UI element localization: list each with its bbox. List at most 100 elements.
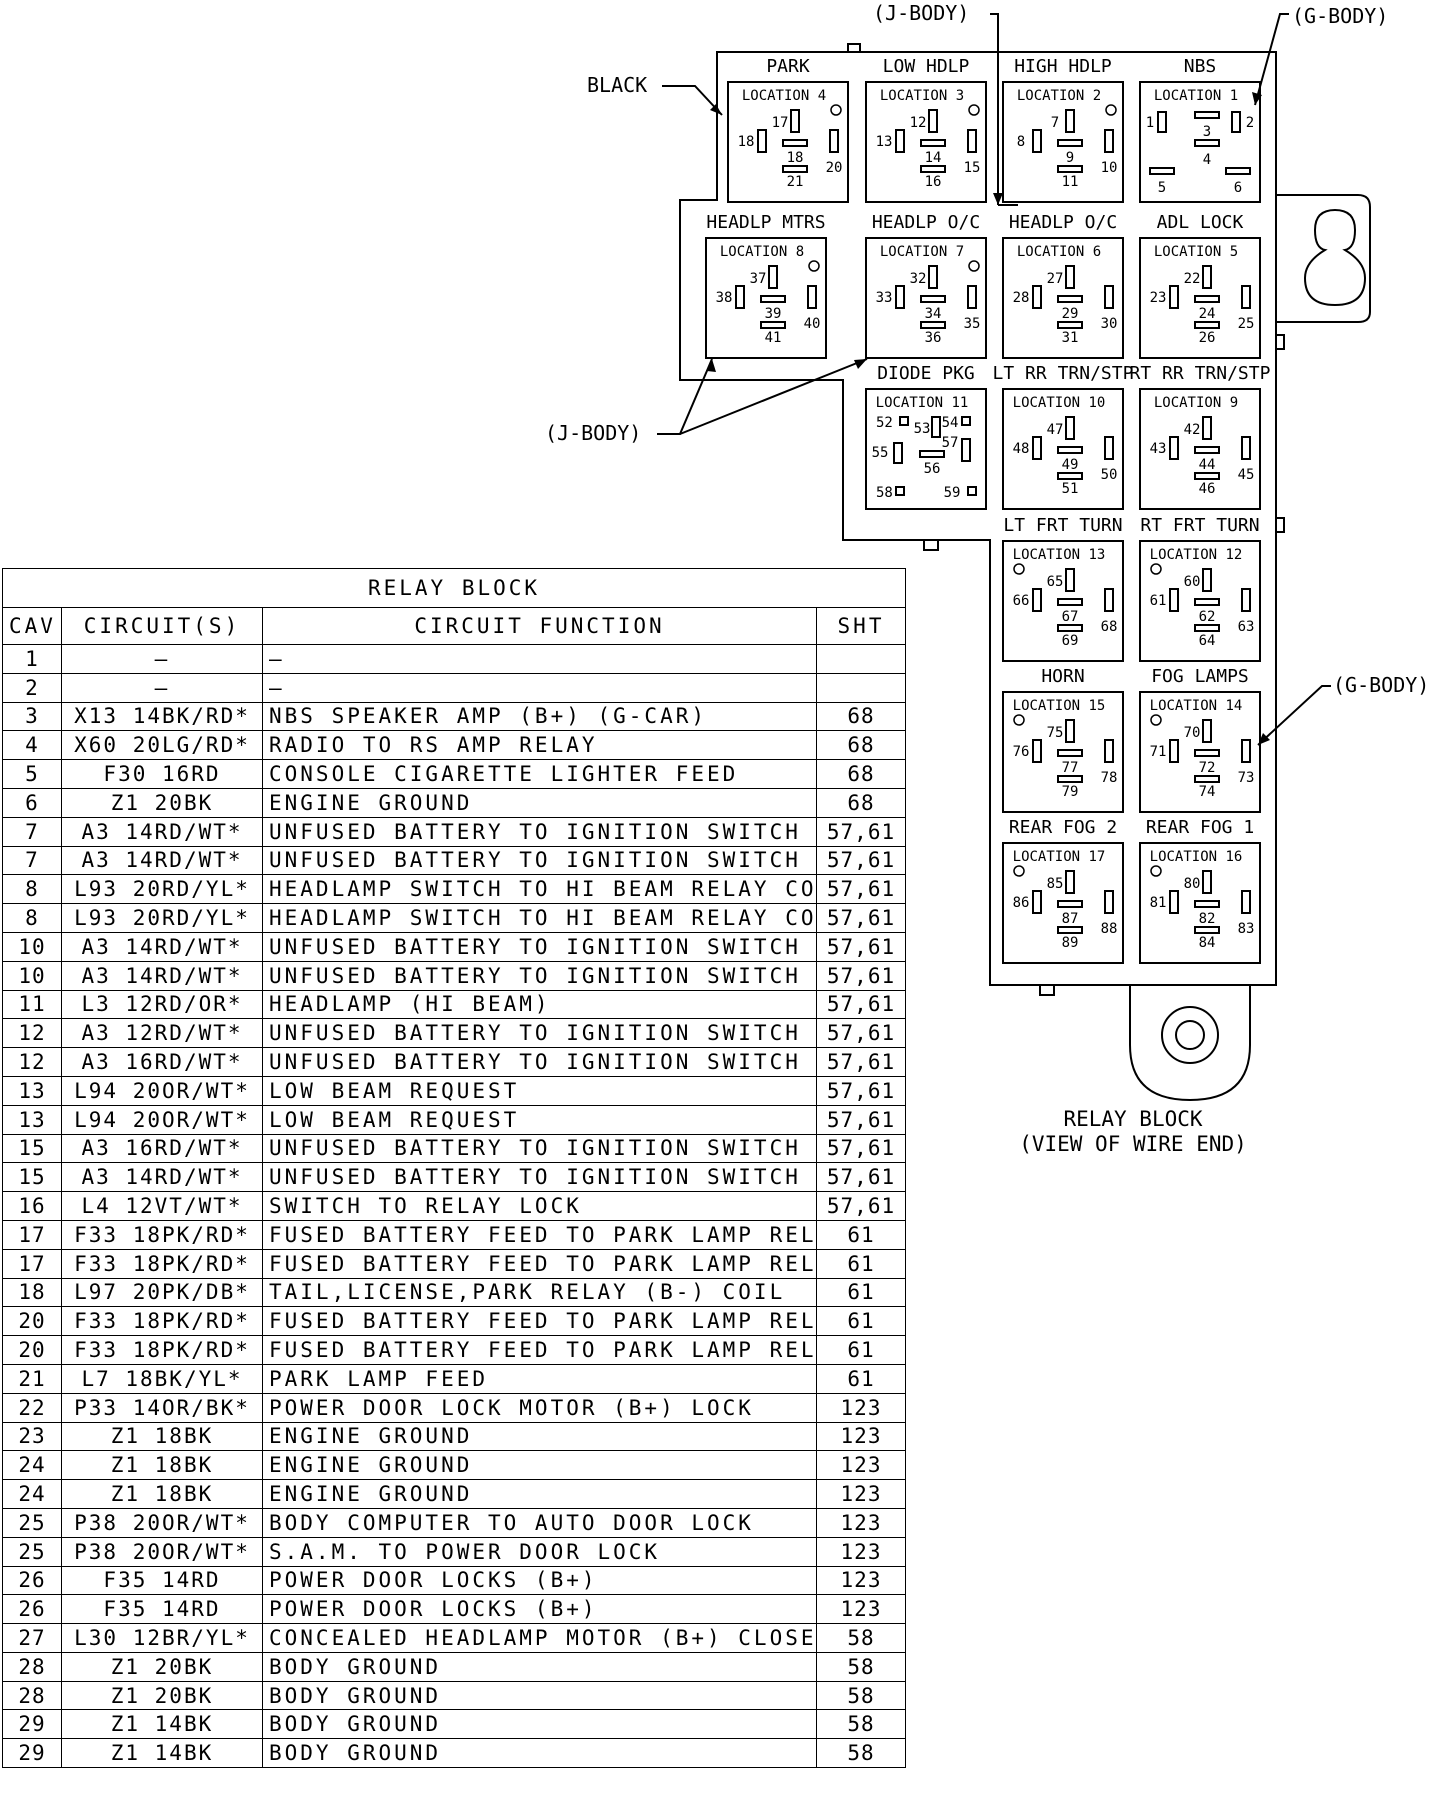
- function-cell: UNFUSED BATTERY TO IGNITION SWITCH: [262, 845, 817, 876]
- relay-location: LOCATION 12: [1150, 547, 1243, 563]
- pin-label: 13: [876, 134, 893, 150]
- relay-title: ADL LOCK: [1157, 212, 1244, 233]
- pin-label: 85: [1047, 876, 1064, 892]
- sheet-cell: 58: [815, 1651, 907, 1682]
- pin-label: 17: [772, 115, 789, 131]
- pin-label: 60: [1184, 574, 1201, 590]
- circuit-cell: —: [61, 644, 263, 674]
- hole-icon: [1013, 714, 1025, 726]
- relay-location: LOCATION 15: [1013, 698, 1106, 714]
- cav-cell: 4: [2, 730, 62, 761]
- cav-cell: 8: [2, 903, 62, 933]
- circuit-cell: L93 20RD/YL*: [61, 874, 263, 905]
- cav-cell: 16: [2, 1191, 62, 1221]
- sheet-cell: [815, 672, 907, 703]
- black-callout: BLACK: [587, 73, 647, 97]
- relay-title: RT FRT TURN: [1140, 515, 1259, 536]
- pin-label: 58: [876, 485, 893, 501]
- sheet-cell: 57,61: [815, 816, 907, 847]
- function-cell: ENGINE GROUND: [262, 1450, 817, 1481]
- circuit-cell: Z1 18BK: [61, 1450, 263, 1481]
- function-cell: UNFUSED BATTERY TO IGNITION SWITCH: [262, 1133, 817, 1164]
- sheet-cell: 68: [815, 759, 907, 789]
- terminal-slot: [1194, 624, 1220, 632]
- pin-label: 49: [1062, 457, 1079, 473]
- relay-title: LT RR TRN/STP: [993, 363, 1134, 384]
- relay-location: LOCATION 16: [1150, 849, 1243, 865]
- terminal-slot: [1104, 436, 1114, 460]
- terminal-slot: [967, 486, 977, 496]
- circuit-cell: A3 16RD/WT*: [61, 1133, 263, 1164]
- cav-cell: 20: [2, 1335, 62, 1365]
- terminal-slot: [1194, 775, 1220, 783]
- function-cell: FUSED BATTERY FEED TO PARK LAMP RELAY: [262, 1335, 817, 1365]
- terminal-slot: [760, 321, 786, 329]
- circuit-cell: A3 14RD/WT*: [61, 816, 263, 847]
- function-cell: S.A.M. TO POWER DOOR LOCK: [262, 1536, 817, 1567]
- caption-subtitle: (VIEW OF WIRE END): [1019, 1132, 1247, 1156]
- pin-label: 2: [1246, 115, 1254, 131]
- relay-socket: [1002, 237, 1124, 359]
- cav-cell: 6: [2, 787, 62, 818]
- function-cell: LOW BEAM REQUEST: [262, 1104, 817, 1135]
- terminal-slot: [895, 486, 905, 496]
- relay-title: HEADLP MTRS: [706, 212, 825, 233]
- circuit-cell: L94 20OR/WT*: [61, 1075, 263, 1106]
- terminal-slot: [757, 129, 767, 153]
- relay-location: LOCATION 11: [876, 395, 969, 411]
- pin-label: 18: [787, 150, 804, 166]
- sheet-cell: 57,61: [815, 1191, 907, 1221]
- cav-cell: 28: [2, 1680, 62, 1711]
- terminal-slot: [1104, 739, 1114, 763]
- arrow-head-icon: [993, 193, 1003, 205]
- terminal-slot: [1194, 139, 1220, 147]
- pin-label: 63: [1238, 619, 1255, 635]
- hole-icon: [1013, 563, 1025, 575]
- terminal-slot: [899, 416, 909, 426]
- pin-label: 28: [1013, 290, 1030, 306]
- relay-socket: [1002, 81, 1124, 203]
- relay-location: LOCATION 17: [1013, 849, 1106, 865]
- circuit-cell: Z1 20BK: [61, 787, 263, 818]
- pin-label: 3: [1203, 124, 1211, 140]
- sheet-cell: 61: [815, 1248, 907, 1279]
- terminal-slot: [928, 265, 938, 289]
- pin-label: 55: [872, 445, 889, 461]
- terminal-slot: [1065, 416, 1075, 440]
- terminal-slot: [782, 139, 808, 147]
- terminal-slot: [920, 321, 946, 329]
- pin-label: 44: [1199, 457, 1216, 473]
- circuit-cell: P33 14OR/BK*: [61, 1392, 263, 1423]
- pin-label: 42: [1184, 422, 1201, 438]
- pin-label: 14: [925, 150, 942, 166]
- pin-label: 59: [944, 485, 961, 501]
- pin-label: 6: [1234, 180, 1242, 196]
- cav-cell: 3: [2, 701, 62, 732]
- pin-label: 84: [1199, 935, 1216, 951]
- cav-cell: 28: [2, 1651, 62, 1682]
- terminal-slot: [1202, 870, 1212, 894]
- terminal-slot: [1104, 588, 1114, 612]
- function-cell: PARK LAMP FEED: [262, 1363, 817, 1394]
- relay-title: REAR FOG 2: [1009, 817, 1117, 838]
- function-cell: —: [262, 672, 817, 703]
- terminal-slot: [790, 109, 800, 133]
- function-cell: ENGINE GROUND: [262, 1479, 817, 1509]
- pin-label: 68: [1101, 619, 1118, 635]
- relay-title: RT RR TRN/STP: [1130, 363, 1271, 384]
- terminal-slot: [1241, 890, 1251, 914]
- terminal-slot: [1057, 139, 1083, 147]
- terminal-slot: [1241, 285, 1251, 309]
